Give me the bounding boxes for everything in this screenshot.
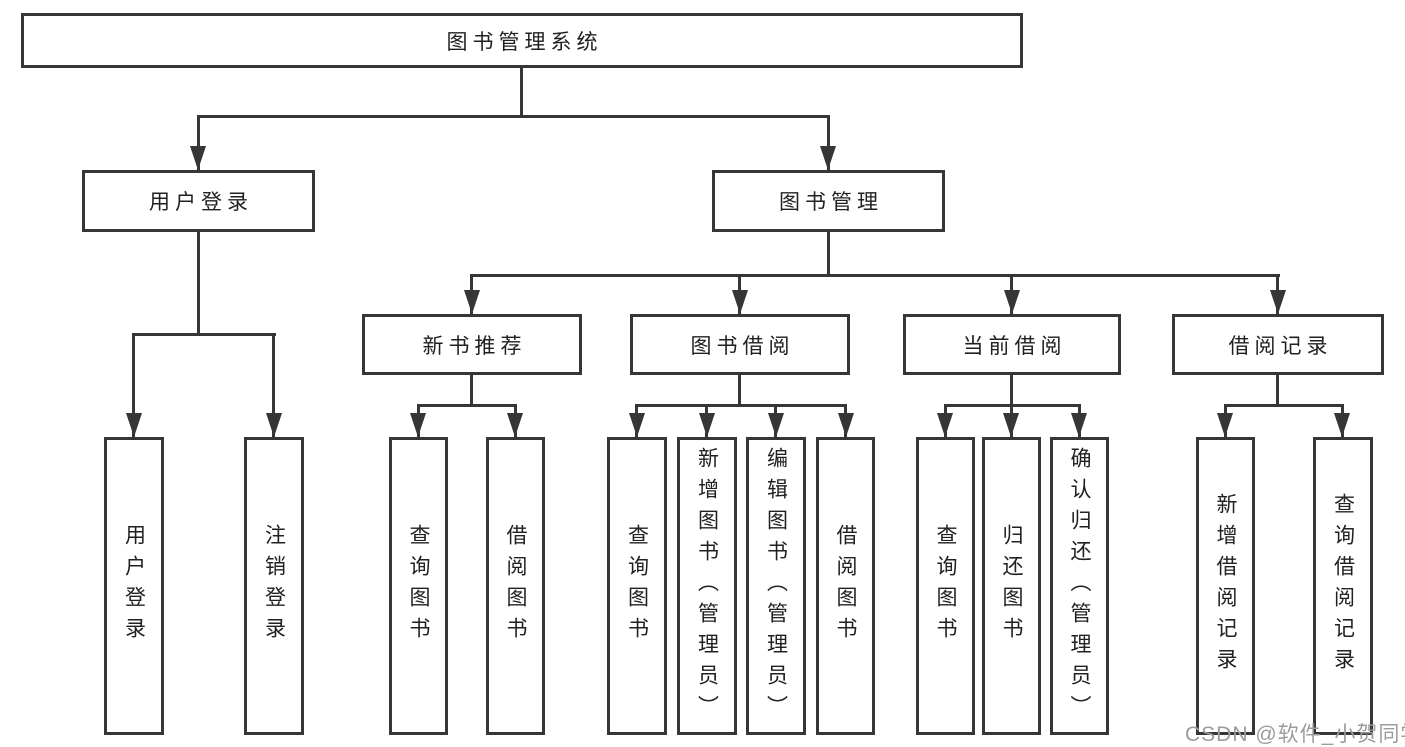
arrow-down-icon (1071, 413, 1087, 437)
arrow-down-icon (1334, 413, 1350, 437)
leaf-label: 查询图书 (625, 524, 649, 648)
leaf-current-borrow-return: 归还图书 (982, 437, 1041, 735)
leaf-borrow-records-query: 查询借阅记录 (1313, 437, 1373, 735)
connector-new-books-branch (417, 404, 517, 407)
leaf-book-borrow-borrow: 借阅图书 (816, 437, 875, 735)
connector-user-login-stub (197, 232, 200, 336)
connector-book-mgmt-stub (827, 232, 830, 277)
node-user-login: 用户登录 (82, 170, 315, 232)
arrow-down-icon (732, 290, 748, 314)
connector-arrow-user-login (197, 115, 200, 170)
connector-arrow-book-mgmt (827, 115, 830, 170)
leaf-book-borrow-edit: 编辑图书（管理员） (746, 437, 806, 735)
connector-root-stub (520, 68, 523, 118)
node-user-login-label: 用户登录 (149, 191, 253, 214)
node-book-borrow: 图书借阅 (630, 314, 850, 375)
leaf-label: 确认归还（管理员） (1068, 446, 1092, 726)
node-book-mgmt: 图书管理 (712, 170, 945, 232)
leaf-current-borrow-query: 查询图书 (916, 437, 975, 735)
leaf-user-login-logout: 注销登录 (244, 437, 304, 735)
arrow-down-icon (937, 413, 953, 437)
leaf-label: 借阅图书 (834, 524, 858, 648)
arrow-down-icon (699, 413, 715, 437)
node-book-borrow-label: 图书借阅 (690, 334, 795, 358)
connector-current-borrow-stub (1010, 375, 1013, 406)
connector-level3-branch (470, 274, 1280, 277)
node-new-books-label: 新书推荐 (422, 334, 527, 358)
arrow-down-icon (820, 146, 836, 170)
connector-new-books-stub (470, 375, 473, 406)
arrow-down-icon (1003, 413, 1019, 437)
node-new-books: 新书推荐 (362, 314, 582, 375)
leaf-current-borrow-confirm: 确认归还（管理员） (1050, 437, 1109, 735)
leaf-user-login-login: 用户登录 (104, 437, 164, 735)
csdn-watermark: CSDN @软件_小贺同学 (1185, 723, 1405, 746)
leaf-label: 归还图书 (1000, 524, 1024, 648)
node-current-borrow-label: 当前借阅 (962, 334, 1067, 358)
leaf-book-borrow-add: 新增图书（管理员） (677, 437, 737, 735)
connector-book-borrow-branch (635, 404, 846, 407)
connector-user-login-branch (132, 333, 276, 336)
connector-book-borrow-stub (738, 375, 741, 406)
arrow-down-icon (507, 413, 523, 437)
leaf-label: 查询借阅记录 (1331, 493, 1355, 679)
leaf-label: 查询图书 (934, 524, 958, 648)
connector-borrow-records-branch (1224, 404, 1344, 407)
connector-level2-branch (197, 115, 830, 118)
leaf-label: 新增借阅记录 (1214, 493, 1238, 679)
node-borrow-records-label: 借阅记录 (1228, 334, 1333, 358)
arrow-down-icon (838, 413, 854, 437)
leaf-label: 用户登录 (122, 524, 146, 648)
leaf-label: 借阅图书 (504, 524, 528, 648)
leaf-new-books-query: 查询图书 (389, 437, 448, 735)
leaf-label: 新增图书（管理员） (695, 446, 719, 726)
arrow-down-icon (1270, 290, 1286, 314)
arrow-down-icon (464, 290, 480, 314)
arrow-down-icon (1217, 413, 1233, 437)
arrow-down-icon (1004, 290, 1020, 314)
arrow-down-icon (266, 413, 282, 437)
arrow-down-icon (629, 413, 645, 437)
leaf-book-borrow-query: 查询图书 (607, 437, 667, 735)
leaf-label: 注销登录 (262, 524, 286, 648)
connector-arrow-leaf (272, 333, 275, 437)
node-book-mgmt-label: 图书管理 (779, 191, 883, 214)
arrow-down-icon (126, 413, 142, 437)
node-root-label: 图书管理系统 (446, 30, 603, 54)
arrow-down-icon (190, 146, 206, 170)
node-current-borrow: 当前借阅 (903, 314, 1121, 375)
connector-arrow-leaf (132, 333, 135, 437)
node-borrow-records: 借阅记录 (1172, 314, 1384, 375)
leaf-new-books-borrow: 借阅图书 (486, 437, 545, 735)
arrow-down-icon (410, 413, 426, 437)
node-root: 图书管理系统 (21, 13, 1023, 68)
leaf-label: 查询图书 (407, 524, 431, 648)
arrow-down-icon (768, 413, 784, 437)
connector-borrow-records-stub (1276, 375, 1279, 406)
leaf-label: 编辑图书（管理员） (764, 446, 788, 726)
leaf-borrow-records-add: 新增借阅记录 (1196, 437, 1255, 735)
